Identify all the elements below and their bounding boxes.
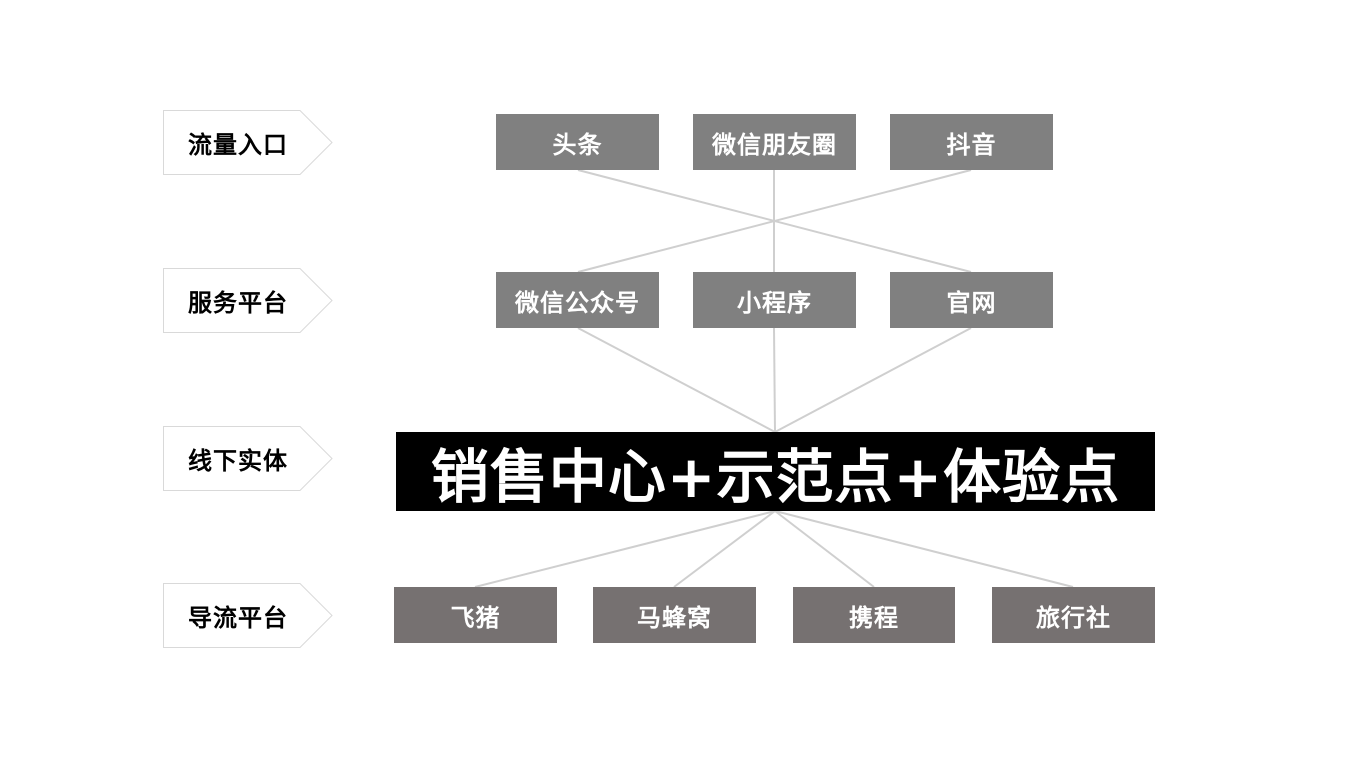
connector-official-site-center [774,327,972,433]
node-ctrip: 携程 [793,587,955,643]
connector-center-mafengwo [673,510,776,588]
node-douyin: 抖音 [890,114,1053,170]
connector-center-ctrip [774,510,875,588]
row-tag-diversion-platform: 导流平台 [163,583,333,648]
row-label: 流量入口 [188,131,288,159]
node-toutiao: 头条 [496,114,659,170]
pentagon-tag-shape [163,110,333,175]
node-fliggy: 飞猪 [394,587,557,643]
row-label: 导流平台 [188,604,288,632]
connector-miniprogram-center [773,327,776,433]
row-tag-offline-entity: 线下实体 [163,426,333,491]
node-mini-program: 小程序 [693,272,856,328]
connector-center-fliggy [474,510,776,588]
node-wechat-moments: 微信朋友圈 [693,114,856,170]
node-official-site: 官网 [890,272,1053,328]
node-travel-agency: 旅行社 [992,587,1155,643]
pentagon-tag-shape [163,426,333,491]
connector-center-travel-agency [774,510,1074,588]
pentagon-tag-shape [163,583,333,648]
pentagon-tag-shape [163,268,333,333]
node-offline-entity-center: 销售中心+示范点+体验点 [396,432,1155,511]
node-mafengwo: 马蜂窝 [593,587,756,643]
node-wechat-official-account: 微信公众号 [496,272,659,328]
row-tag-traffic-entry: 流量入口 [163,110,333,175]
row-label: 线下实体 [188,447,288,475]
connector-wechat-account-center [577,327,776,433]
row-label: 服务平台 [188,289,288,317]
row-tag-service-platform: 服务平台 [163,268,333,333]
